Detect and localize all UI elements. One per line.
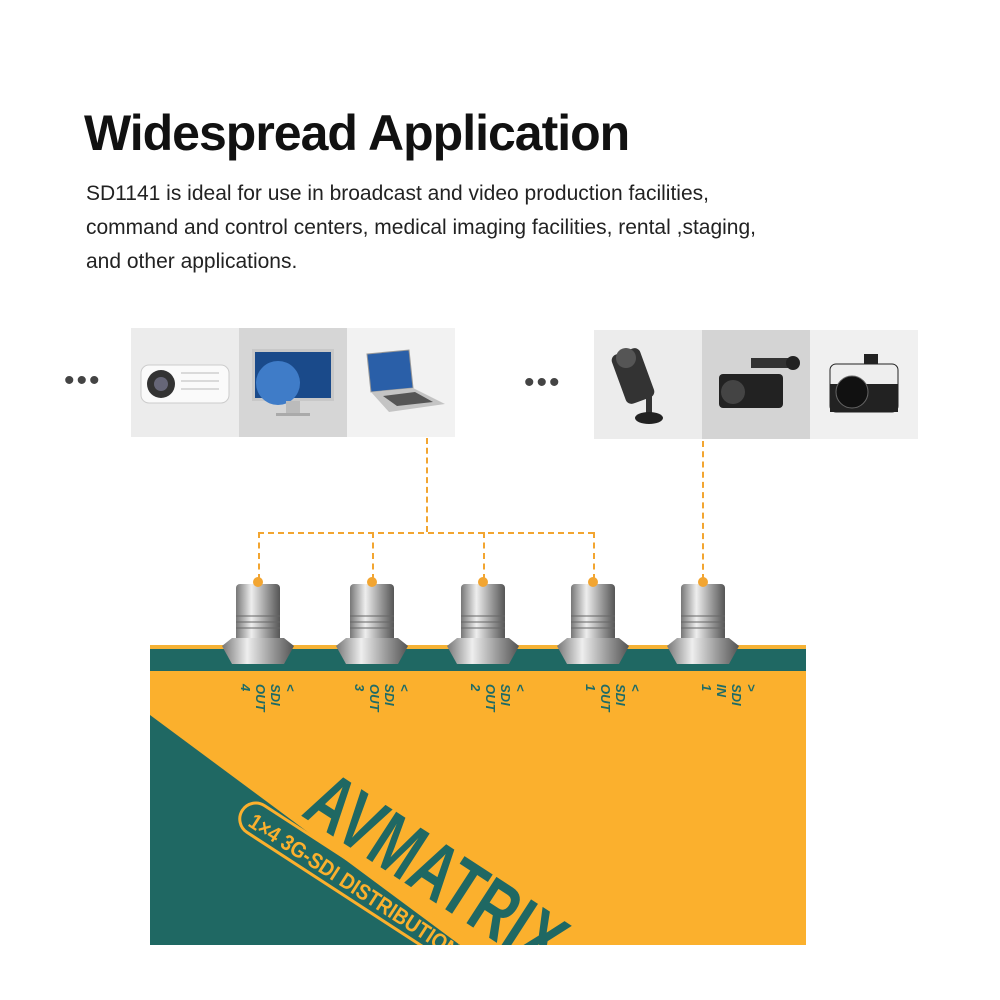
camcorder-icon [719,355,800,408]
bnc-connector [553,576,633,677]
projector-icon [140,364,230,403]
more-inputs-indicator: ••• [524,366,562,399]
port-label-sdi-in-1: > SDI IN 1 [699,684,759,706]
page-title: Widespread Application [84,105,630,161]
bnc-connector [443,576,523,677]
camcorder-image [702,330,810,439]
port-label-sdi-out-4: < SDI OUT 4 [238,684,298,712]
camera-image [810,330,918,439]
camera-icon [829,353,899,412]
output-link-line [426,438,428,532]
monitor-image [239,328,347,437]
port-label-sdi-out-1: < SDI OUT 1 [583,684,643,712]
projector-image [131,328,239,437]
input-devices-panel [594,330,918,439]
link-line [372,532,374,580]
more-outputs-indicator: ••• [64,364,102,397]
laptop-icon [366,348,445,412]
bnc-connector [332,576,412,677]
description-line: and other applications. [86,250,298,273]
bnc-connector [663,576,743,677]
link-line [483,532,485,580]
link-line [258,532,260,580]
port-label-sdi-out-2: < SDI OUT 2 [468,684,528,712]
output-devices-panel [131,328,455,437]
description-line: command and control centers, medical ima… [86,216,756,239]
description-line: SD1141 is ideal for use in broadcast and… [86,182,709,205]
link-line [593,532,595,580]
monitor-icon [252,348,334,416]
laptop-image [347,328,455,437]
description: SD1141 is ideal for use in broadcast and… [86,177,886,279]
device-graphic: AVMATRIX 1×4 3G-SDI DISTRIBUTION [150,715,582,945]
security-camera-icon [611,347,663,424]
port-label-sdi-out-3: < SDI OUT 3 [352,684,412,712]
output-bus-line [258,532,594,534]
bnc-connector [218,576,298,677]
security-camera-image [594,330,702,439]
input-link-line [702,441,704,580]
